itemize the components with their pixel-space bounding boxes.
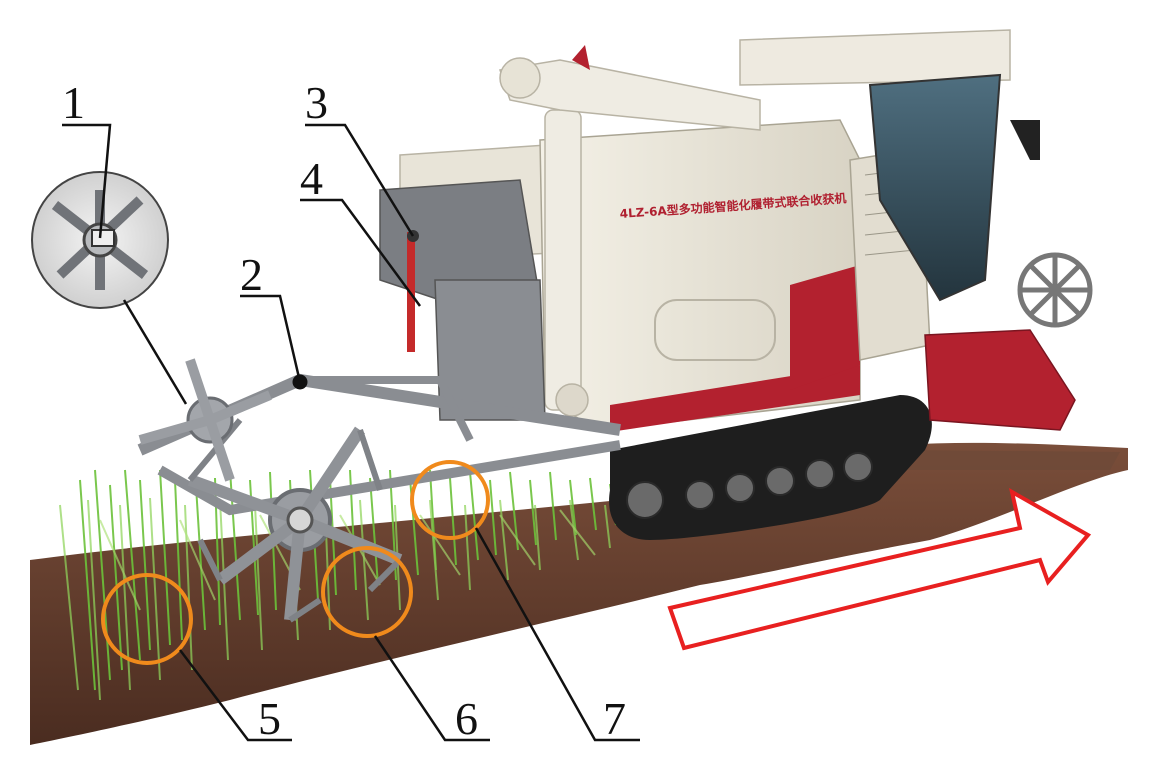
crawler-track [609, 395, 932, 540]
leader-line-1 [62, 123, 112, 239]
highlight-circle-6 [321, 546, 413, 638]
harvester-body: 4LZ-6A型多功能智能化履带式联合收获机 [379, 29, 1093, 432]
label-3: 3 [305, 77, 328, 128]
leader-lines [62, 123, 640, 742]
highlight-circle-7 [410, 460, 490, 540]
leader-line-5 [179, 649, 292, 742]
label-7: 7 [603, 693, 626, 744]
label-1: 1 [62, 77, 85, 128]
soil-tracks [900, 450, 1120, 470]
leader-line-2 [240, 294, 308, 390]
leader-line-1b [122, 299, 188, 405]
label-2: 2 [240, 249, 263, 300]
label-5: 5 [258, 693, 281, 744]
highlight-circle-5 [101, 573, 193, 665]
leader-line-3 [305, 123, 415, 237]
label-4: 4 [300, 153, 323, 204]
highlight-circles [101, 460, 490, 665]
leader-line-6 [373, 635, 490, 742]
soil-ground [30, 442, 1128, 745]
detail-inset [31, 171, 169, 309]
leader-line-7 [474, 527, 640, 742]
leader-line-4 [300, 198, 422, 307]
direction-arrow [667, 488, 1092, 651]
label-6: 6 [455, 693, 478, 744]
